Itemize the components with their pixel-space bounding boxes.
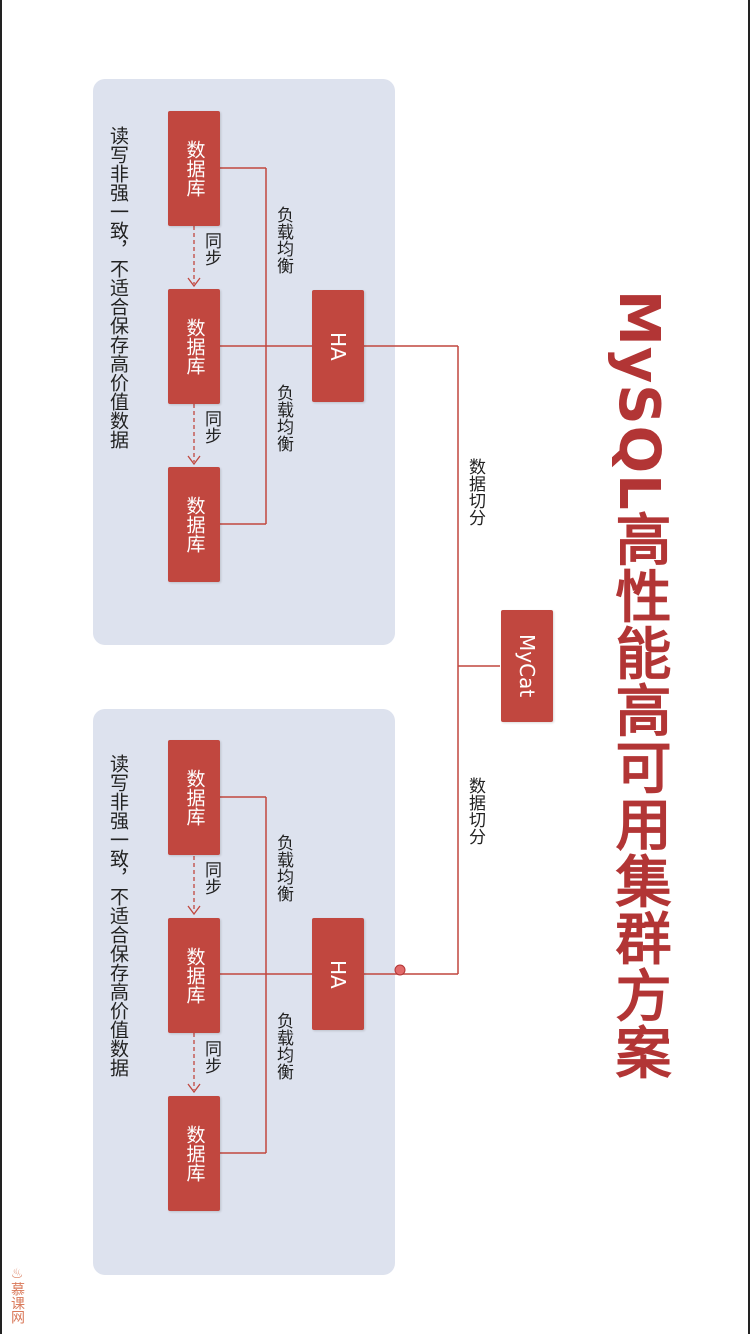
lb-label-1-2: 负载均衡 [273,384,293,452]
database-node-1-1[interactable]: 数据库 [168,111,220,226]
mycat-node[interactable]: MyCat [501,610,553,722]
database-node-1-3[interactable]: 数据库 [168,467,220,582]
sync-label-2-1: 同步 [201,861,221,895]
sharding-label-2: 数据切分 [465,777,485,845]
ha-node-2[interactable]: HA [312,918,364,1030]
sync-arrowhead-2b [187,1083,201,1094]
database-node-2-3[interactable]: 数据库 [168,1096,220,1211]
database-node-1-2[interactable]: 数据库 [168,289,220,404]
watermark-logo: ♨慕课网 [9,1266,25,1324]
sync-arrowhead-1b [187,455,201,466]
database-node-2-2[interactable]: 数据库 [168,918,220,1033]
cluster-note-2: 读写非强一致，不适合保存高价值数据 [107,754,129,1077]
cursor-dot [394,964,406,976]
sync-label-2-2: 同步 [201,1040,221,1074]
frame-border-left [0,0,2,1334]
ha-label-1: HA [326,331,350,361]
mycat-label: MyCat [515,634,539,698]
sync-label-1-1: 同步 [201,232,221,266]
lb-label-2-1: 负载均衡 [273,834,293,902]
lb-label-2-2: 负载均衡 [273,1012,293,1080]
frame-border-right [748,0,750,1334]
diagram-title: MySQL高性能高可用集群方案 [606,290,671,1081]
lb-label-1-1: 负载均衡 [273,206,293,274]
ha-label-2: HA [326,959,350,989]
flame-icon: ♨ [9,1266,25,1282]
sharding-label-1: 数据切分 [465,458,485,526]
cluster-note-1: 读写非强一致，不适合保存高价值数据 [107,126,129,449]
database-node-2-1[interactable]: 数据库 [168,740,220,855]
sync-arrowhead-2a [187,905,201,916]
sync-arrowhead-1a [187,277,201,288]
ha-node-1[interactable]: HA [312,290,364,402]
sync-label-1-2: 同步 [201,410,221,444]
